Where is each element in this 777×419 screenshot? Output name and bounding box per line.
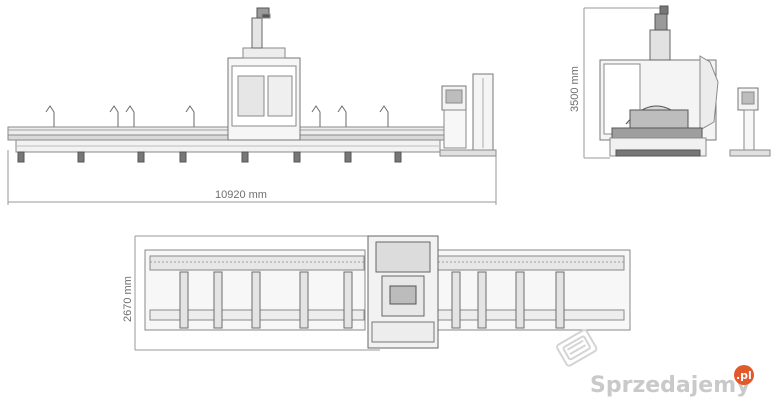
top-view (134, 235, 631, 351)
top-width-label: 2670 mm (122, 276, 134, 322)
watermark-badge-icon (734, 365, 754, 385)
watermark-tld: .pl (736, 369, 752, 382)
watermark-brand: Sprzedajemy (590, 373, 751, 398)
side-height-label: 3500 mm (569, 66, 581, 112)
watermark: Sprzedajemy .pl (556, 329, 754, 398)
front-dimension-line (7, 150, 497, 205)
side-view (583, 5, 771, 159)
watermark-logo-icon (556, 329, 598, 367)
front-length-label: 10920 mm (215, 189, 267, 201)
front-view (7, 7, 497, 163)
